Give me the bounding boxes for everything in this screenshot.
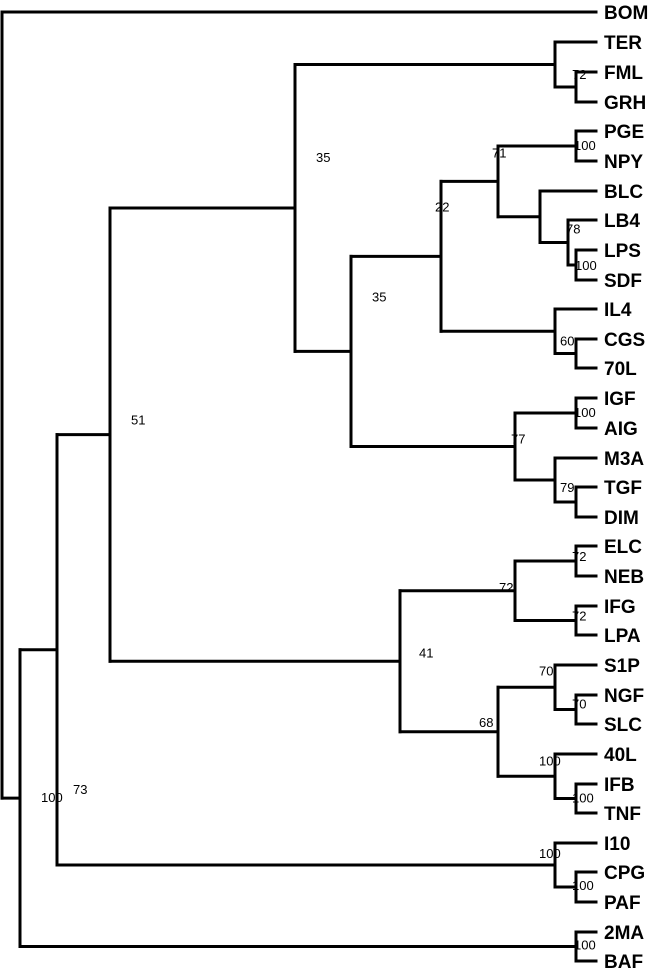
taxon-label: TNF (604, 804, 641, 825)
taxon-label: BAF (604, 952, 643, 970)
support-value: 100 (574, 938, 596, 953)
support-value: 72 (499, 580, 513, 595)
taxon-label: IFG (604, 597, 636, 618)
taxon-label: 2MA (604, 923, 644, 944)
support-value: 41 (419, 645, 433, 660)
taxon-label: LPA (604, 626, 641, 647)
taxon-label: IFB (604, 775, 635, 796)
taxon-label: PAF (604, 893, 641, 914)
taxon-label: DIM (604, 508, 639, 529)
support-value: 100 (572, 878, 594, 893)
taxon-label: ELC (604, 537, 642, 558)
support-value: 70 (572, 697, 586, 712)
taxon-label: S1P (604, 656, 640, 677)
taxon-label: SDF (604, 271, 642, 292)
support-value: 71 (492, 145, 506, 160)
taxon-label: CGS (604, 330, 645, 351)
taxon-label: LPS (604, 241, 641, 262)
support-value: 60 (560, 334, 574, 349)
support-value: 51 (131, 413, 145, 428)
taxon-label: NEB (604, 567, 644, 588)
support-value: 68 (479, 715, 493, 730)
taxon-label: BOM (604, 3, 648, 24)
support-value: 22 (435, 199, 449, 214)
taxon-label: I10 (604, 834, 630, 855)
taxon-label: NPY (604, 152, 643, 173)
taxon-label: 70L (604, 359, 637, 380)
taxon-label: TER (604, 33, 642, 54)
support-value: 100 (574, 405, 596, 420)
taxon-label: M3A (604, 449, 644, 470)
support-value: 100 (539, 846, 561, 861)
support-value: 70 (539, 663, 553, 678)
taxon-label: SLC (604, 715, 642, 736)
support-value: 72 (572, 67, 586, 82)
support-value: 100 (574, 138, 596, 153)
taxon-label: IGF (604, 389, 636, 410)
taxon-label: BLC (604, 182, 643, 203)
taxon-label: AIG (604, 419, 638, 440)
support-value: 79 (560, 480, 574, 495)
support-value: 100 (572, 791, 594, 806)
support-value: 100 (41, 790, 63, 805)
taxon-label: IL4 (604, 300, 632, 321)
taxon-label: 40L (604, 745, 637, 766)
taxon-label: LB4 (604, 211, 640, 232)
taxon-label: PGE (604, 122, 644, 143)
support-value: 35 (372, 289, 386, 304)
support-value: 100 (575, 258, 597, 273)
taxon-label: GRH (604, 93, 646, 114)
support-value: 77 (511, 432, 525, 447)
support-value: 35 (316, 150, 330, 165)
taxon-label: TGF (604, 478, 642, 499)
taxon-label: FML (604, 63, 643, 84)
taxon-label: NGF (604, 686, 644, 707)
taxon-label: CPG (604, 863, 645, 884)
support-value: 78 (566, 222, 580, 237)
support-value: 100 (539, 753, 561, 768)
support-value: 73 (73, 782, 87, 797)
